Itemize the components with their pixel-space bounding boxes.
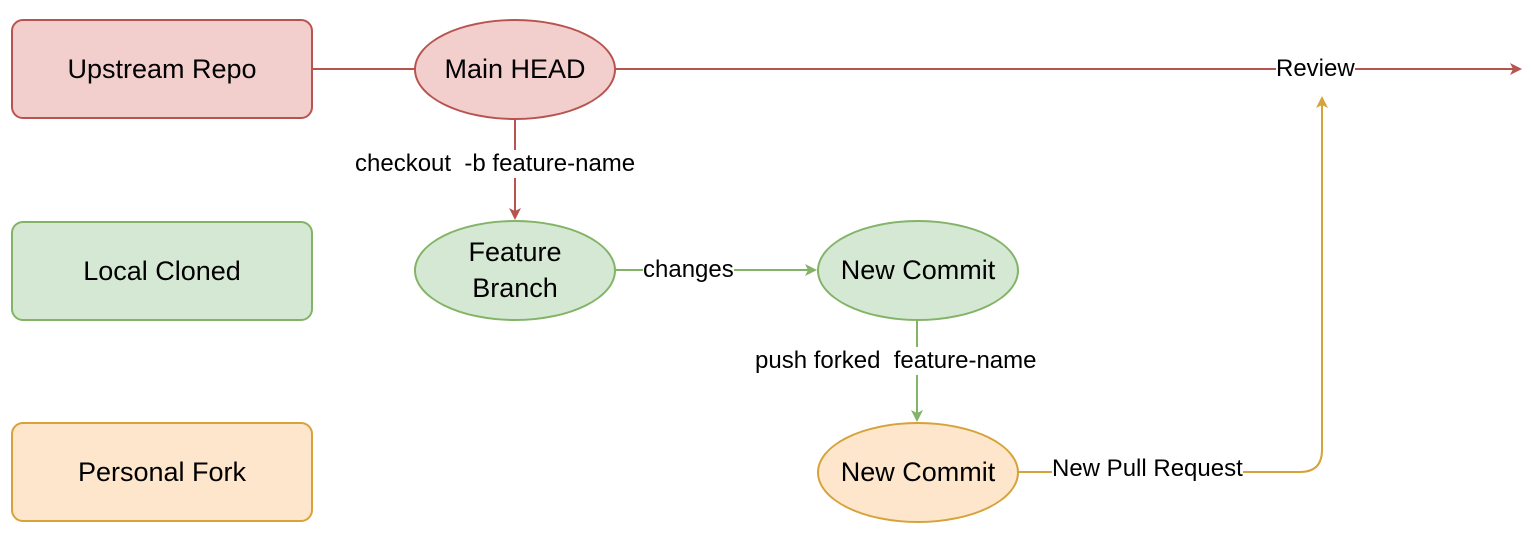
lane-fork-label: Personal Fork	[77, 456, 247, 487]
edge-label-review: Review	[1276, 55, 1355, 83]
lane-personal-fork: Personal Fork	[11, 422, 313, 522]
lane-local-cloned: Local Cloned	[11, 221, 313, 321]
node-new-commit-local: New Commit	[817, 220, 1019, 321]
node-new-commit-fork: New Commit	[817, 422, 1019, 523]
edge-pull-request	[1018, 96, 1328, 473]
edge-label-push: push forked feature-name	[755, 347, 1037, 375]
node-main-head-label: Main HEAD	[444, 53, 586, 84]
node-new-commit-fork-label: New Commit	[840, 456, 996, 487]
edge-label-checkout: checkout -b feature-name	[355, 150, 636, 178]
lane-upstream-repo: Upstream Repo	[11, 19, 313, 119]
node-new-commit-local-label: New Commit	[840, 254, 996, 285]
node-feature-branch-label: Feature Branch	[468, 237, 562, 303]
edge-label-pull-request: New Pull Request	[1052, 455, 1243, 483]
edge-label-changes: changes	[643, 256, 734, 284]
node-feature-branch: Feature Branch	[414, 220, 616, 321]
node-main-head: Main HEAD	[414, 19, 616, 120]
lane-local-label: Local Cloned	[83, 255, 241, 286]
lane-upstream-label: Upstream Repo	[67, 53, 257, 84]
